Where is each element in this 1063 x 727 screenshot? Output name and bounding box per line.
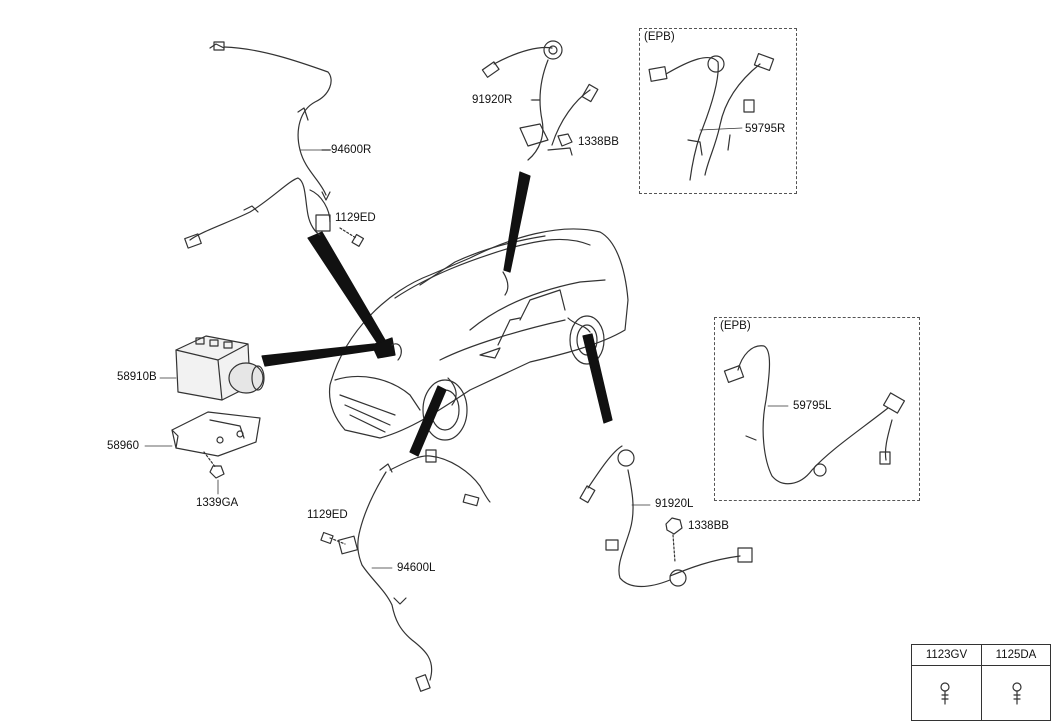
harness-59795R xyxy=(648,53,775,181)
label-58910B: 58910B xyxy=(117,371,157,383)
label-1338BB-top: 1338BB xyxy=(578,136,619,148)
epb-box-top xyxy=(639,28,797,194)
label-94600L: 94600L xyxy=(397,562,436,574)
label-1339GA: 1339GA xyxy=(196,497,239,509)
harness-94600L xyxy=(337,449,491,692)
label-91920L: 91920L xyxy=(655,498,694,510)
bracket-58960 xyxy=(171,411,261,457)
bolt-1129ED-top xyxy=(339,227,365,247)
table-header-1123GV: 1123GV xyxy=(910,644,983,666)
label-1129ED-top: 1129ED xyxy=(335,212,376,224)
label-94600R: 94600R xyxy=(331,144,372,156)
nut-1338BB-top xyxy=(547,133,573,156)
label-91920R: 91920R xyxy=(472,94,513,106)
label-59795R: 59795R xyxy=(745,123,786,135)
epb-title-bottom: (EPB) xyxy=(720,320,751,332)
epb-box-bottom xyxy=(714,317,920,501)
label-1338BB-bottom: 1338BB xyxy=(688,520,729,532)
abs-module-58910B xyxy=(175,335,265,401)
table-cell-1123GV xyxy=(910,665,983,721)
table-header-1125DA: 1125DA xyxy=(981,644,1051,666)
label-1129ED-bottom: 1129ED xyxy=(307,509,348,521)
harness-94600R xyxy=(184,41,332,249)
label-59795L: 59795L xyxy=(793,400,832,412)
nut-1338BB-bottom xyxy=(665,517,683,563)
pointer-wedge-rear-right xyxy=(307,231,386,345)
nut-1339GA xyxy=(203,451,225,479)
epb-title-top: (EPB) xyxy=(644,31,675,43)
harness-91920R xyxy=(481,40,599,161)
fastener-table: 1123GV 1125DA xyxy=(910,644,1051,721)
harness-59795L xyxy=(723,345,906,485)
table-cell-1125DA xyxy=(981,665,1051,721)
label-58960: 58960 xyxy=(107,440,139,452)
harness-91920L xyxy=(579,445,753,588)
bolt-1129ED-bottom xyxy=(320,531,346,545)
